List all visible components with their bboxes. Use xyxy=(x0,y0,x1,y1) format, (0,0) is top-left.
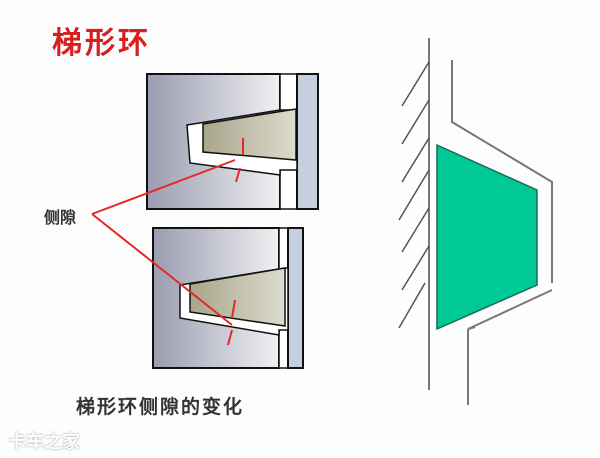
side-gap-pointers xyxy=(91,138,244,346)
watermark: 卡车之家 xyxy=(8,432,80,453)
title: 梯形环 xyxy=(52,26,151,61)
bottom-section xyxy=(152,227,304,369)
top-section xyxy=(146,73,319,210)
caption: 梯形环侧隙的变化 xyxy=(76,396,245,418)
schematic xyxy=(398,38,553,405)
side-gap-label: 侧隙 xyxy=(44,208,77,227)
